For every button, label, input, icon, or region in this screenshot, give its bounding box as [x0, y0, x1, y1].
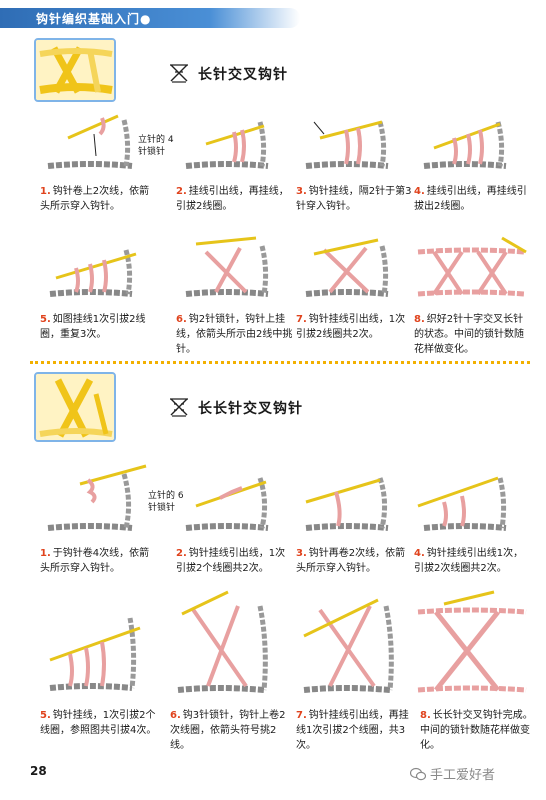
step-caption: 1.钩针卷上2次线，依箭头所示穿入钩针。: [40, 184, 158, 214]
sample-photo: [34, 372, 116, 442]
step-number: 7.: [296, 710, 307, 721]
sample-photo: [34, 38, 116, 102]
step-diagram: [296, 108, 416, 180]
stitch-label: 立针的 6 针锁针: [148, 490, 184, 514]
step-diagram: [296, 234, 416, 306]
step-text: 于钩针卷4次线，依箭头所示穿入钩针。: [40, 548, 150, 574]
step-text: 挂线引出线，再挂线，引拔2线圈。: [176, 186, 289, 212]
stitch-label-line2: 针锁针: [148, 503, 176, 513]
header-bar: [0, 8, 300, 28]
stitch-label: 立针的 4 针锁针: [138, 134, 174, 158]
step-diagram: [296, 462, 416, 534]
step-diagram: [176, 462, 296, 534]
step-number: 3.: [296, 548, 307, 559]
step-text: 钩针再卷2次线，依箭头所示穿入钩针。: [296, 548, 406, 574]
step-caption: 2.挂线引出线，再挂线，引拔2线圈。: [176, 184, 294, 214]
step-text: 钩3针锁针，钩针上卷2次线圈，依箭头符号挑2线。: [170, 710, 286, 751]
stitch-label-line2: 针锁针: [138, 147, 166, 157]
step-caption: 2.钩针挂线引出线，1次引拔2个线圈共2次。: [176, 546, 294, 576]
step-diagram: [40, 234, 160, 306]
section-divider: [30, 361, 530, 364]
wechat-icon: [410, 767, 426, 781]
stitch-label-line1: 立针的 4: [138, 135, 174, 145]
step-text: 钩针挂线引出线，再挂线1次引拔2个线圈，共3次。: [296, 710, 409, 751]
step-number: 1.: [40, 548, 51, 559]
step-diagram: [414, 234, 534, 306]
step-text: 挂线引出线，再挂线引拔出2线圈。: [414, 186, 527, 212]
step-number: 8.: [414, 314, 425, 325]
step-text: 如图挂线1次引拔2线圈，重复3次。: [40, 314, 146, 340]
step-caption: 3.钩针再卷2次线，依箭头所示穿入钩针。: [296, 546, 414, 576]
watermark-text: 手工爱好者: [430, 768, 496, 783]
section-title: 长长针交叉钩针: [198, 401, 303, 417]
step-diagram: [40, 462, 160, 534]
step-number: 2.: [176, 186, 187, 197]
section-title: 长针交叉钩针: [198, 67, 288, 83]
step-number: 4.: [414, 186, 425, 197]
step-number: 6.: [170, 710, 181, 721]
step-diagram: [414, 462, 534, 534]
step-number: 8.: [420, 710, 431, 721]
step-caption: 7.钩针挂线引出线，1次引拔2线圈共2次。: [296, 312, 414, 342]
step-caption: 1.于钩针卷4次线，依箭头所示穿入钩针。: [40, 546, 158, 576]
step-text: 钩针卷上2次线，依箭头所示穿入钩针。: [40, 186, 150, 212]
step-number: 7.: [296, 314, 307, 325]
step-diagram: [40, 598, 160, 698]
step-number: 5.: [40, 710, 51, 721]
step-caption: 6.钩3针锁针，钩针上卷2次线圈，依箭头符号挑2线。: [170, 708, 288, 753]
step-caption: 8.长长针交叉钩针完成。中间的锁针数随花样做变化。: [420, 708, 538, 753]
step-number: 5.: [40, 314, 51, 325]
step-text: 钩2针锁针，钩针上挂线，依箭头所示由2线中挑针。: [176, 314, 293, 355]
step-number: 2.: [176, 548, 187, 559]
step-caption: 5.如图挂线1次引拔2线圈，重复3次。: [40, 312, 158, 342]
step-number: 1.: [40, 186, 51, 197]
step-diagram: [414, 108, 534, 180]
stitch-label-line1: 立针的 6: [148, 491, 184, 501]
step-caption: 7.钩针挂线引出线，再挂线1次引拔2个线圈，共3次。: [296, 708, 414, 753]
step-number: 4.: [414, 548, 425, 559]
step-caption: 4.挂线引出线，再挂线引拔出2线圈。: [414, 184, 532, 214]
page-header: 钩针编织基础入门●: [0, 0, 546, 30]
step-text: 长长针交叉钩针完成。中间的锁针数随花样做变化。: [420, 710, 533, 751]
step-diagram: [414, 590, 534, 702]
step-caption: 3.钩针挂线，隔2针于第3针穿入钩针。: [296, 184, 414, 214]
step-caption: 5.钩针挂线，1次引拔2个线圈，参照图共引拔4次。: [40, 708, 158, 738]
cross-stitch-symbol-icon: [170, 64, 188, 83]
step-diagram: [176, 234, 296, 306]
step-number: 3.: [296, 186, 307, 197]
step-text: 钩针挂线引出线1次，引拔2次线圈共2次。: [414, 548, 524, 574]
step-diagram: [168, 586, 288, 702]
step-diagram: [176, 108, 296, 180]
step-diagram: [40, 108, 160, 180]
cross-stitch-symbol-icon: [170, 398, 188, 417]
page-number: 28: [30, 764, 47, 778]
step-caption: 8.织好2针十字交叉长针的状态。中间的锁针数随花样做变化。: [414, 312, 532, 357]
watermark: 手工爱好者: [410, 764, 495, 783]
step-text: 钩针挂线引出线，1次引拔2个线圈共2次。: [176, 548, 286, 574]
step-caption: 6.钩2针锁针，钩针上挂线，依箭头所示由2线中挑针。: [176, 312, 294, 357]
step-number: 6.: [176, 314, 187, 325]
header-title: 钩针编织基础入门●: [36, 12, 152, 26]
step-text: 钩针挂线引出线，1次引拔2线圈共2次。: [296, 314, 406, 340]
step-diagram: [294, 586, 414, 702]
step-caption: 4.钩针挂线引出线1次，引拔2次线圈共2次。: [414, 546, 532, 576]
step-text: 钩针挂线，1次引拔2个线圈，参照图共引拔4次。: [40, 710, 157, 736]
step-text: 织好2针十字交叉长针的状态。中间的锁针数随花样做变化。: [414, 314, 524, 355]
step-text: 钩针挂线，隔2针于第3针穿入钩针。: [296, 186, 412, 212]
